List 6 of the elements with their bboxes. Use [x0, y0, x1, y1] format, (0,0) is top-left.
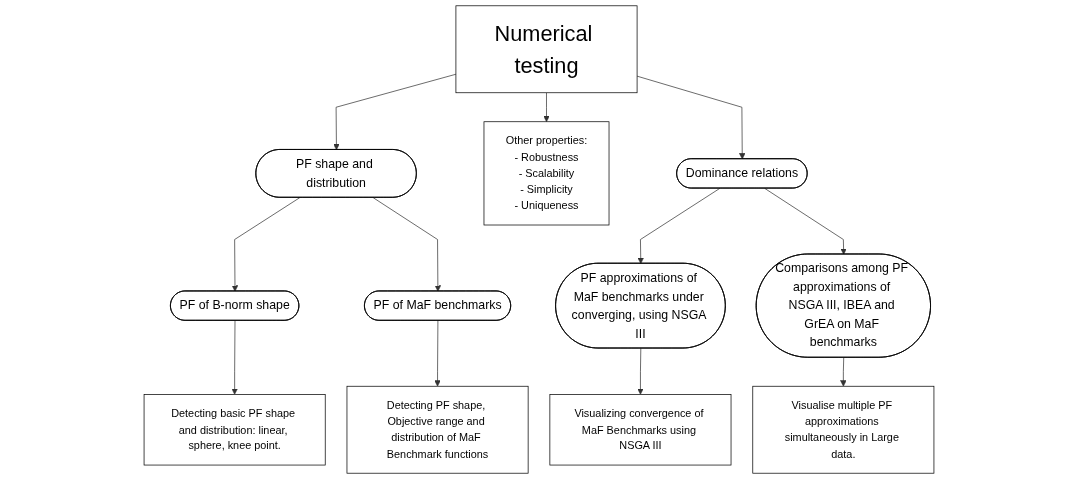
- node-box: Detecting basic PF shape and distribution: linear, sphere, knee point.: [143, 394, 326, 466]
- node-box: Numerical testing: [455, 5, 638, 94]
- node-box: Other properties: - Robustness - Scalability - Simplicity - Uniqueness: [483, 121, 610, 226]
- node-box: Visualise multiple PF approximations simultaneously in Large data.: [752, 385, 935, 474]
- node-box: Visualizing convergence of MaF Benchmarks using NSGA III: [549, 394, 732, 466]
- node-box: Detecting PF shape, Objective range and distribution of MaF Benchmark functions: [346, 385, 529, 474]
